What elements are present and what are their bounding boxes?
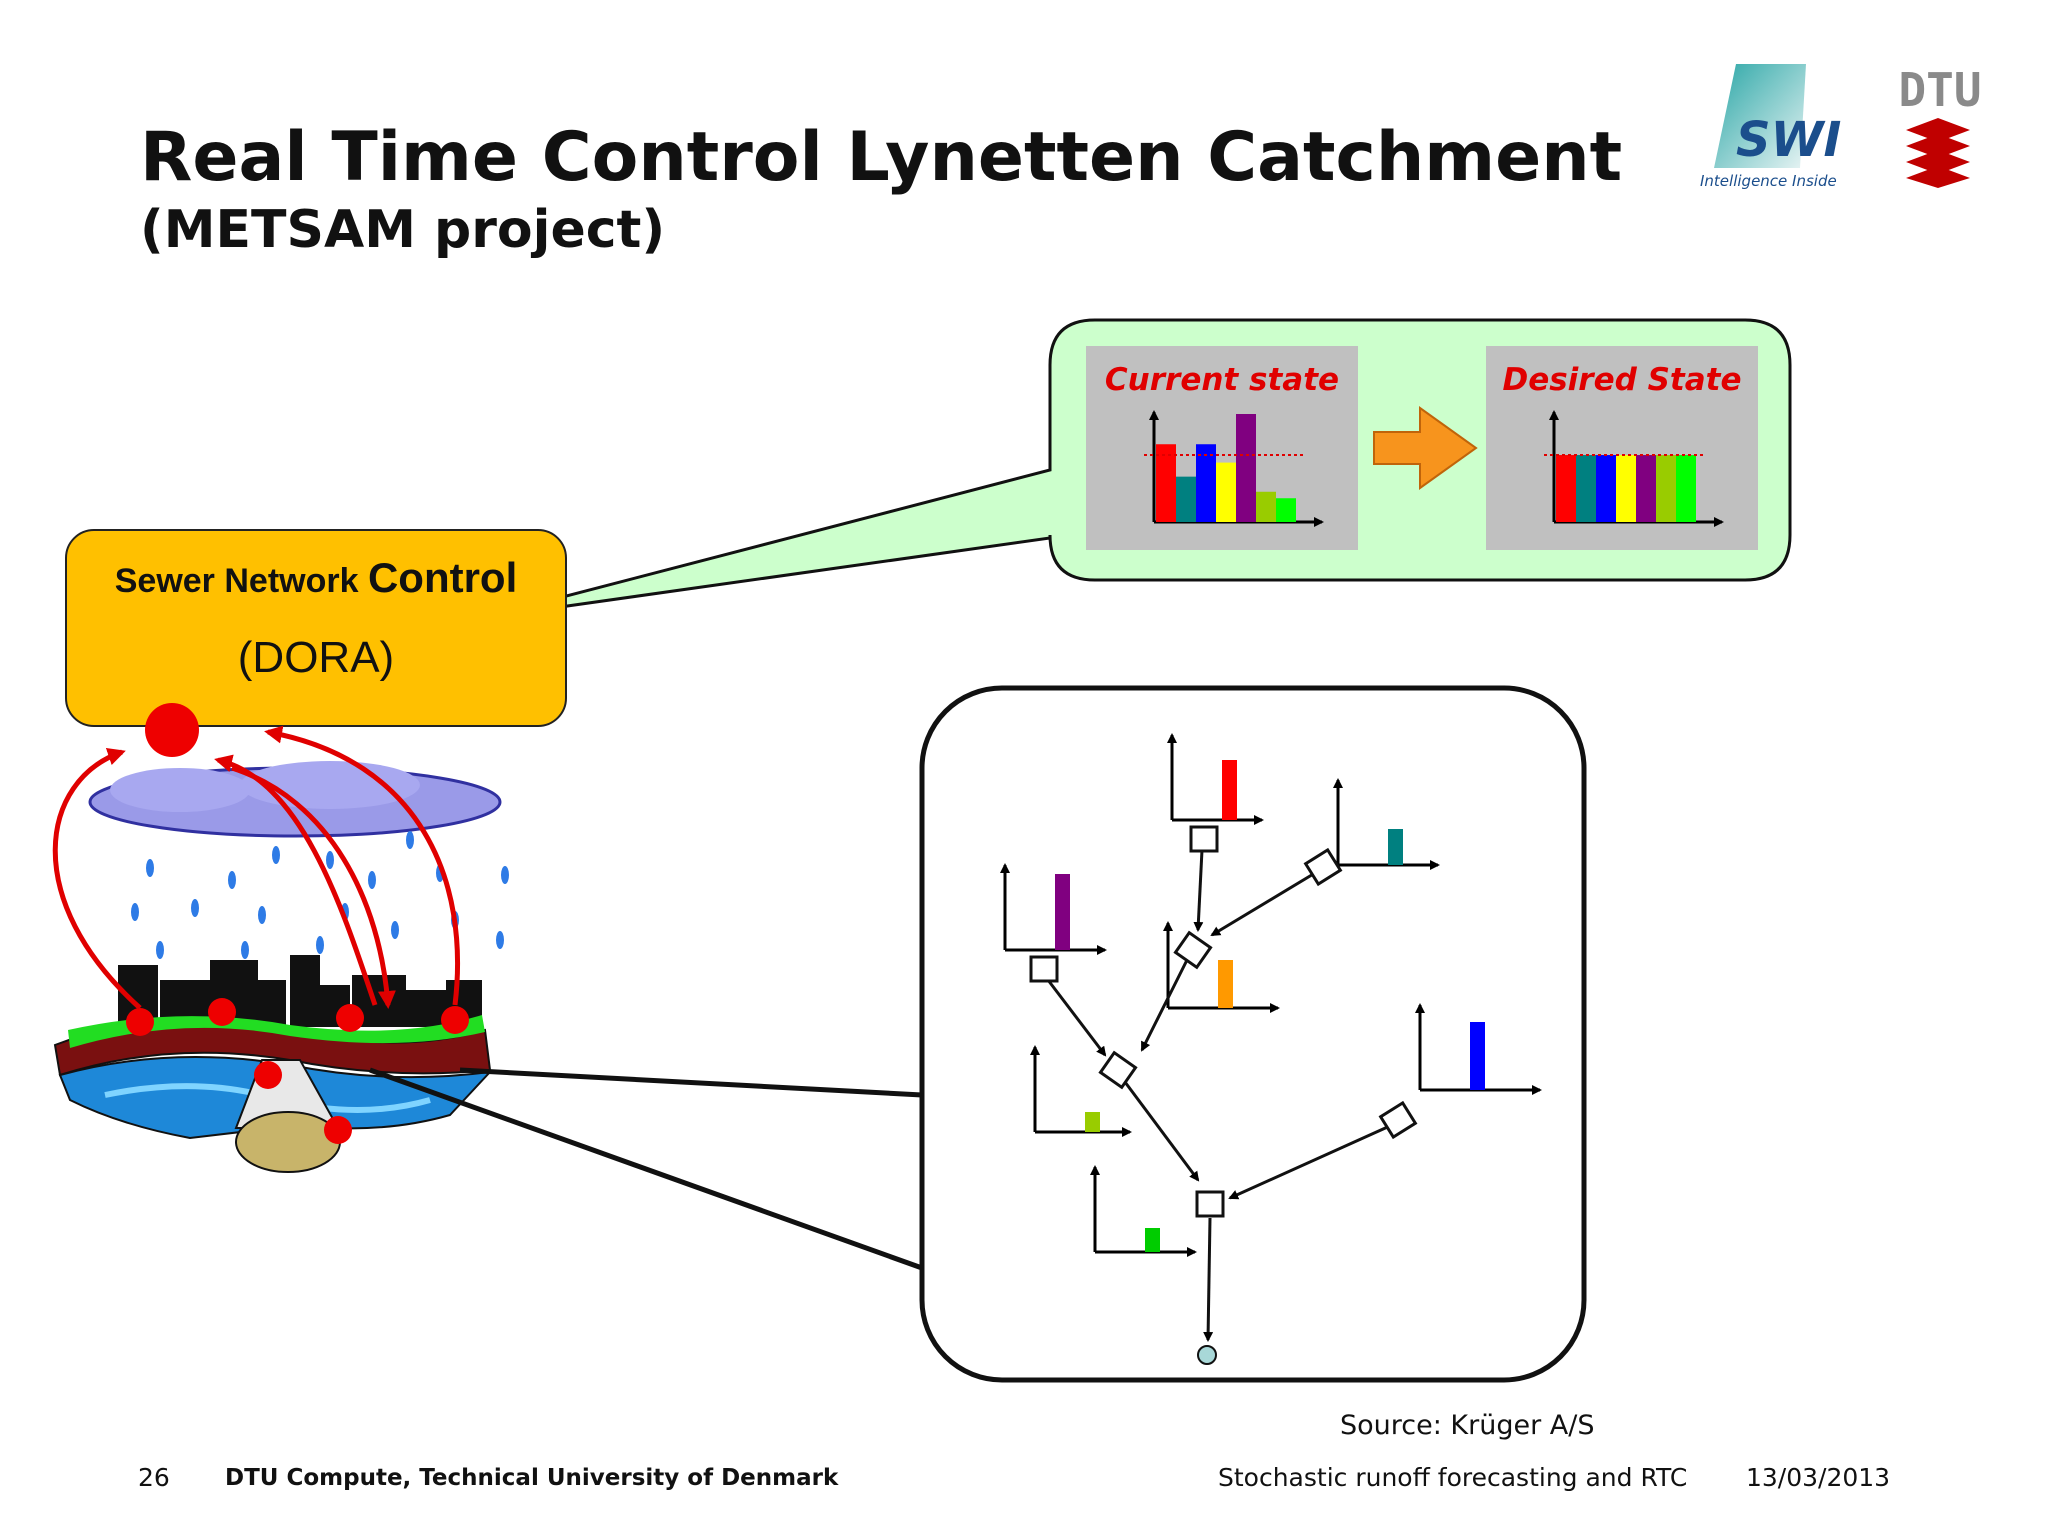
state-callout: Current state Desired State [481, 318, 1792, 620]
ground-layers [53, 1015, 493, 1173]
state-bar [1576, 455, 1596, 522]
control-label-large: Control [368, 554, 517, 601]
current-state-label: Current state [1105, 362, 1339, 398]
control-structure [1173, 930, 1213, 970]
current-state-chart [1144, 410, 1324, 527]
state-bar [1176, 476, 1196, 522]
control-feedback-arrows [52, 725, 460, 1010]
control-structure [1189, 825, 1219, 853]
network-nodes [1029, 825, 1418, 1218]
slide-title: Real Time Control Lynetten Catchment [140, 118, 1623, 197]
outlet-node [1197, 1345, 1217, 1365]
flow-gauge [1163, 921, 1280, 1013]
control-box-sublabel: (DORA) [238, 633, 394, 682]
state-bar [1256, 491, 1276, 522]
footer-institution: DTU Compute, Technical University of Den… [225, 1465, 839, 1491]
flow-gauge [1030, 1045, 1132, 1137]
state-bar [1556, 455, 1576, 522]
state-bar [1156, 444, 1176, 522]
desired-state-chart [1544, 410, 1724, 527]
gauge-bar [1388, 829, 1403, 865]
network-panel [919, 685, 1587, 1383]
gauge-bar [1218, 960, 1233, 1008]
gauge-bar [1145, 1228, 1160, 1252]
control-label-small: Sewer Network [115, 562, 368, 600]
sensor-dot [441, 1006, 469, 1034]
footer-talk-title: Stochastic runoff forecasting and RTC [1218, 1463, 1688, 1492]
state-bar [1676, 455, 1696, 522]
state-bar [1616, 455, 1636, 522]
dtu-stripe-4 [1906, 166, 1970, 188]
dtu-logo: DTU [1898, 63, 1982, 188]
flow-gauge [1167, 733, 1264, 825]
state-bar [1236, 414, 1256, 522]
flow-gauge [1415, 1003, 1542, 1095]
control-structure [1378, 1100, 1418, 1140]
state-bar [1196, 444, 1216, 522]
sensor-dot [208, 998, 236, 1026]
state-bar [1216, 462, 1236, 522]
gauge-bar [1222, 760, 1237, 820]
sensor-dot [336, 1004, 364, 1032]
treatment-plant-icon [235, 1111, 341, 1173]
city-skyline [118, 955, 482, 1027]
flow-gauge [1000, 863, 1107, 955]
dtu-stripe-3 [1906, 150, 1970, 174]
control-node-dot [145, 703, 199, 757]
rain-cloud-icon [88, 761, 502, 838]
flow-gauge [1090, 1165, 1197, 1257]
zoom-line-bottom [369, 1067, 923, 1271]
dtu-stripe-1 [1906, 118, 1970, 142]
network-gauges [1000, 733, 1542, 1257]
source-credit: Source: Krüger A/S [1340, 1410, 1595, 1441]
state-bar [1656, 455, 1676, 522]
gauge-bar [1085, 1112, 1100, 1132]
footer-date: 13/03/2013 [1746, 1463, 1891, 1492]
control-structure [1303, 847, 1343, 887]
control-structure [1195, 1190, 1225, 1218]
swi-logo-text: SWI [1736, 112, 1841, 168]
state-bar [1636, 455, 1656, 522]
swi-tagline: Intelligence Inside [1700, 172, 1837, 190]
swi-logo: SWI Intelligence Inside [1700, 64, 1841, 190]
sensor-dot [324, 1116, 352, 1144]
catchment-illustration [52, 703, 923, 1271]
control-structure [1098, 1050, 1138, 1090]
rain-drops [131, 831, 509, 959]
dtu-logo-text: DTU [1898, 63, 1981, 117]
control-box-label: Sewer Network Control [115, 554, 518, 601]
dtu-stripe-2 [1906, 134, 1970, 158]
state-bar [1596, 455, 1616, 522]
sensor-points [126, 703, 469, 1144]
sensor-dot [254, 1061, 282, 1089]
desired-state-label: Desired State [1502, 362, 1741, 398]
control-structure [1029, 955, 1059, 983]
zoom-line-top [459, 1067, 923, 1098]
gauge-bar [1470, 1022, 1485, 1090]
gauge-bar [1055, 874, 1070, 950]
flow-gauge [1333, 778, 1440, 870]
network-links [1046, 849, 1393, 1342]
slide-subtitle: (METSAM project) [140, 200, 666, 260]
page-number: 26 [138, 1463, 170, 1492]
control-box: Sewer Network Control (DORA) [65, 529, 567, 727]
state-bar [1276, 498, 1296, 522]
sensor-dot [126, 1008, 154, 1036]
transition-arrow [1373, 406, 1478, 490]
